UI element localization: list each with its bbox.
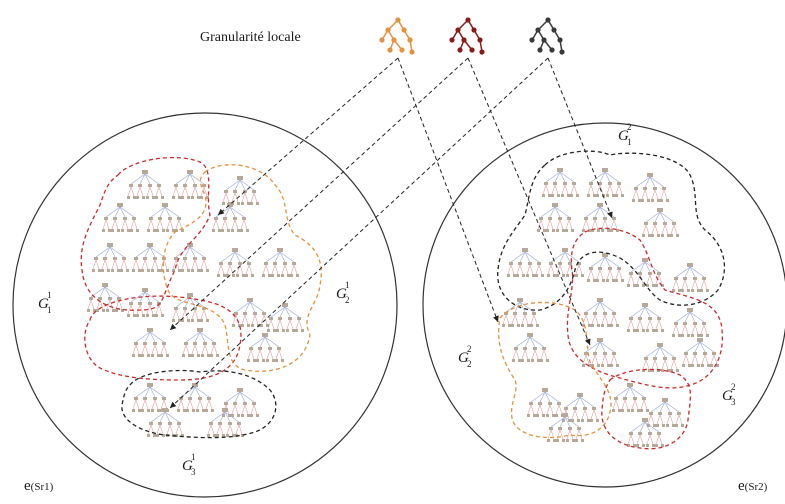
right-orange-outline bbox=[498, 301, 612, 439]
mini-tree bbox=[177, 383, 214, 412]
mini-tree bbox=[127, 170, 164, 199]
mini-tree bbox=[502, 298, 539, 327]
orange-hierarchy-icon bbox=[379, 17, 415, 55]
left-orange-outline bbox=[162, 164, 322, 372]
mini-tree bbox=[672, 308, 709, 337]
mini-tree bbox=[587, 253, 624, 282]
mini-tree bbox=[647, 398, 684, 427]
right-black-outline bbox=[497, 150, 726, 311]
mini-tree bbox=[267, 303, 304, 332]
mini-tree bbox=[87, 283, 124, 312]
mini-tree bbox=[642, 343, 679, 372]
arrow-orange-to-right bbox=[397, 57, 499, 323]
mini-tree bbox=[582, 298, 619, 327]
left-universe-circle bbox=[12, 112, 398, 498]
mini-tree bbox=[527, 388, 564, 417]
right-universe-label: e(Sr2) bbox=[738, 478, 768, 494]
mini-tree bbox=[147, 203, 184, 232]
mini-tree bbox=[127, 288, 164, 317]
mini-tree bbox=[217, 248, 254, 277]
arrow-black-to-right bbox=[547, 57, 613, 219]
mini-tree bbox=[612, 383, 649, 412]
mini-tree bbox=[207, 408, 244, 437]
mini-tree bbox=[672, 263, 709, 292]
mini-tree bbox=[172, 170, 209, 199]
right-red-outline bbox=[566, 227, 724, 389]
mini-tree bbox=[92, 243, 129, 272]
mini-tree bbox=[507, 248, 544, 277]
left-universe-label: e(Sr1) bbox=[24, 478, 54, 494]
mini-tree bbox=[222, 388, 259, 417]
mini-tree bbox=[102, 203, 139, 232]
hierarchy-icons bbox=[379, 17, 565, 55]
arrow-black-to-left bbox=[169, 57, 549, 409]
mini-tree bbox=[132, 328, 169, 357]
arrow-orange-to-left bbox=[217, 57, 399, 216]
mini-tree bbox=[547, 248, 584, 277]
mini-tree bbox=[627, 418, 664, 447]
arrow-darkred-to-right bbox=[467, 57, 591, 346]
mini-tree bbox=[182, 328, 219, 357]
left-red-outline-lower bbox=[84, 295, 242, 381]
mini-tree bbox=[512, 333, 549, 362]
mini-tree bbox=[682, 338, 719, 367]
mini-tree bbox=[632, 173, 669, 202]
mini-tree bbox=[642, 208, 679, 237]
diagram-title: Granularité locale bbox=[200, 30, 301, 45]
mini-tree bbox=[537, 203, 574, 232]
mini-tree bbox=[222, 176, 259, 205]
mini-tree bbox=[587, 168, 624, 197]
mini-tree bbox=[547, 413, 584, 442]
mini-tree bbox=[172, 293, 209, 322]
mini-tree bbox=[247, 333, 284, 362]
mini-tree bbox=[262, 248, 299, 277]
mini-tree bbox=[132, 243, 169, 272]
left-red-outline bbox=[80, 156, 211, 311]
mini-tree bbox=[542, 168, 579, 197]
mini-tree bbox=[132, 383, 169, 412]
mini-tree bbox=[627, 303, 664, 332]
mini-tree bbox=[627, 258, 664, 287]
mini-tree bbox=[172, 243, 209, 272]
mini-tree bbox=[582, 338, 619, 367]
right-red-outline-lower bbox=[601, 368, 692, 450]
mini-tree bbox=[147, 408, 184, 437]
darkred-hierarchy-icon bbox=[449, 17, 485, 55]
left-black-outline bbox=[121, 369, 277, 439]
black-hierarchy-icon bbox=[529, 17, 565, 55]
arrow-darkred-to-left bbox=[169, 57, 469, 331]
mini-tree bbox=[212, 203, 249, 232]
mini-tree bbox=[232, 298, 269, 327]
mini-tree bbox=[562, 393, 599, 422]
mini-tree bbox=[582, 203, 619, 232]
right-universe-circle bbox=[422, 122, 785, 488]
tree-clusters bbox=[87, 168, 719, 447]
